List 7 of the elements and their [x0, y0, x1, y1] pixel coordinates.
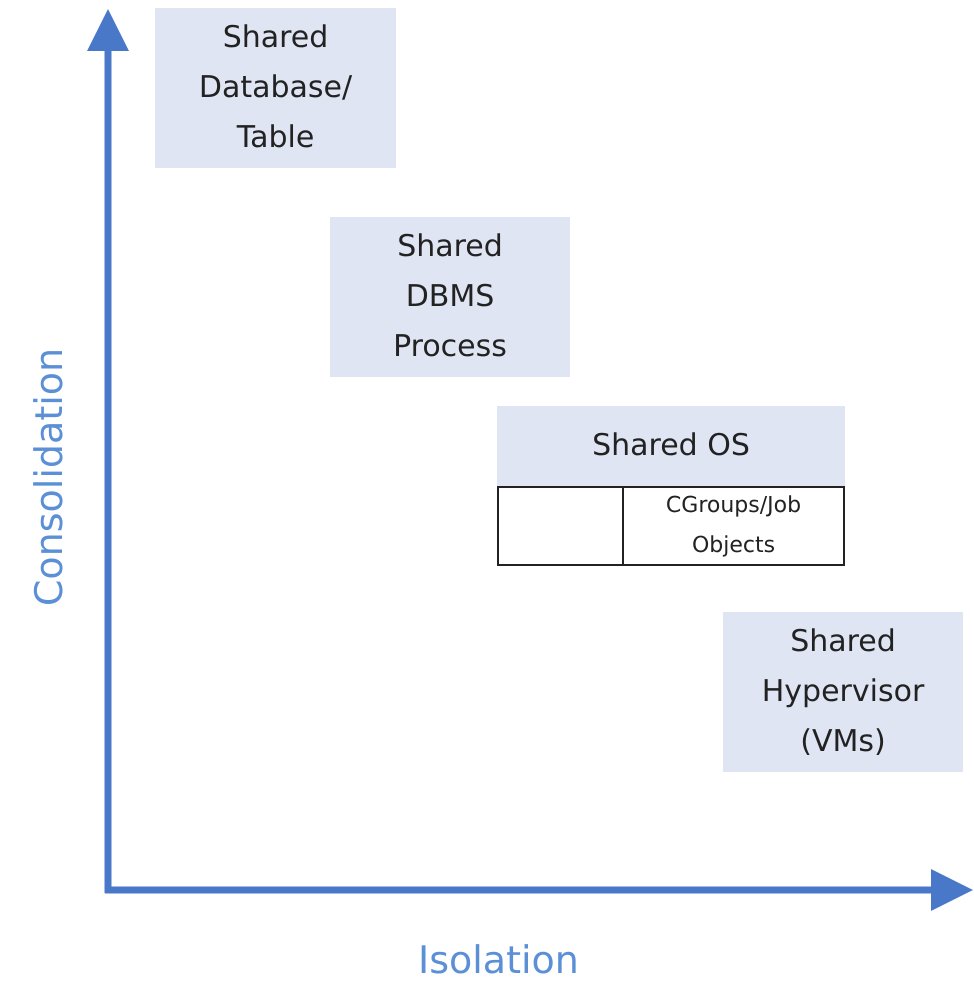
table-cell: CGroups/Job Objects — [622, 486, 845, 566]
category-box: Shared Hypervisor (VMs) — [723, 612, 963, 772]
axis-label: Isolation — [418, 938, 579, 982]
category-box: Shared DBMS Process — [330, 217, 570, 377]
axis-label: Consolidation — [27, 348, 72, 606]
category-box: Shared OS — [497, 406, 845, 486]
category-box: Shared Database/ Table — [155, 8, 396, 168]
